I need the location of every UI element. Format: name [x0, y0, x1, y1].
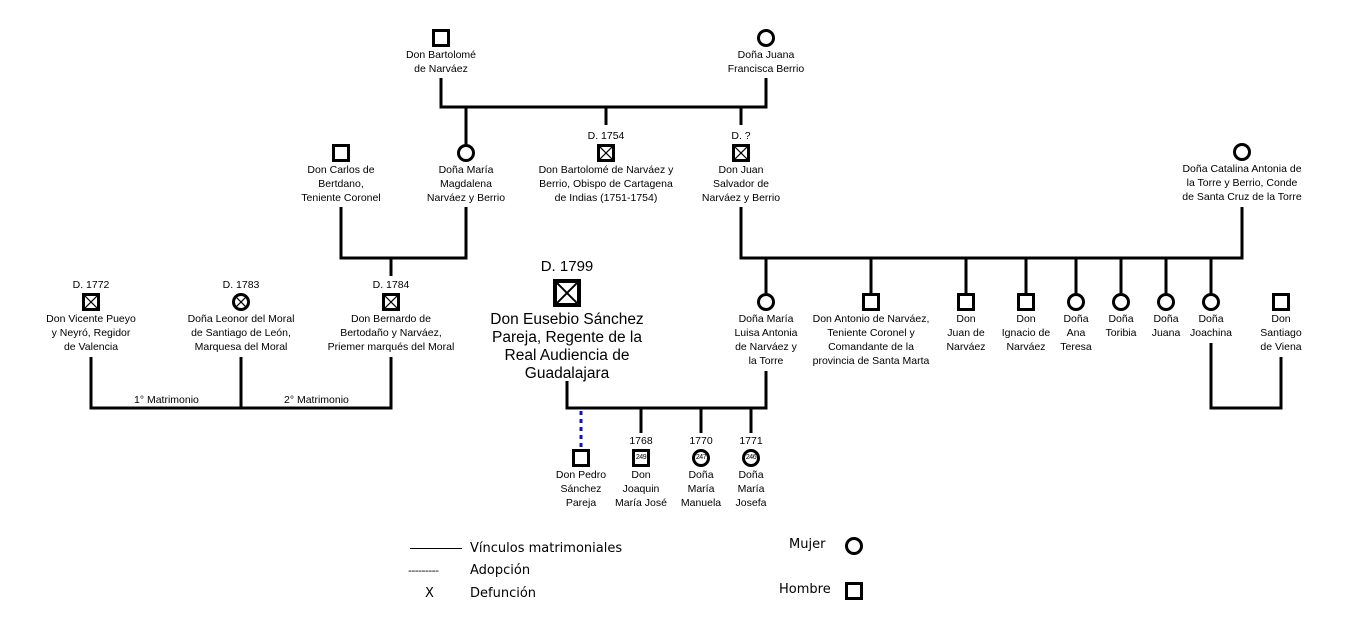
circle-icon [845, 537, 863, 555]
square-icon [845, 582, 863, 600]
male-square-icon [1017, 293, 1035, 311]
birth-year: 1768 [629, 435, 653, 447]
death-year: D. 1783 [222, 279, 260, 291]
deceased-x-icon [235, 296, 247, 308]
female-circle-icon [757, 293, 775, 311]
female-circle-icon [1233, 143, 1251, 161]
female-circle-icon [1157, 293, 1175, 311]
death-mark-icon: X [425, 586, 434, 601]
male-square-icon [597, 144, 615, 162]
female-circle-icon [1202, 293, 1220, 311]
male-square-icon [82, 293, 100, 311]
legend-death: X Defunción [425, 586, 536, 601]
male-square-icon [553, 279, 581, 307]
legend-female: Mujer [789, 537, 825, 552]
deceased-x-icon [735, 147, 747, 159]
female-circle-icon: 247 [692, 449, 710, 467]
male-square-icon [382, 293, 400, 311]
deceased-x-icon [85, 296, 97, 308]
death-year: D. ? [731, 130, 751, 142]
marriage-line-bartolome-juana [439, 78, 768, 109]
legend-adoption-label: Adopción [470, 563, 531, 578]
male-square-icon [1272, 293, 1290, 311]
marriage-label-first: 1° Matrimonio [134, 394, 199, 406]
legend-adoption: --------- Adopción [408, 563, 530, 578]
deceased-x-icon [600, 147, 612, 159]
death-year: D. 1772 [72, 279, 110, 291]
marriage-label-second: 2° Matrimonio [284, 394, 349, 406]
legend-death-label: Defunción [470, 586, 537, 601]
female-circle-icon: 246 [742, 449, 760, 467]
male-square-icon [432, 29, 450, 47]
male-square-icon [862, 293, 880, 311]
legend-marriage: Vínculos matrimoniales [410, 541, 622, 556]
legend-marriage-label: Vínculos matrimoniales [470, 541, 623, 556]
solid-line-icon [410, 548, 462, 549]
deceased-x-icon [557, 283, 577, 303]
dashed-line-icon: --------- [408, 564, 439, 577]
legend-male: Hombre [779, 582, 831, 597]
death-year: D. 1799 [540, 258, 594, 275]
birth-year: 1771 [739, 435, 763, 447]
marriage-line-juan-catalina [739, 207, 1244, 260]
male-square-icon: 249 [632, 449, 650, 467]
male-square-icon [732, 144, 750, 162]
female-circle-icon [1067, 293, 1085, 311]
male-square-icon [957, 293, 975, 311]
female-circle-icon [757, 29, 775, 47]
male-square-icon [332, 144, 350, 162]
birth-year: 1770 [689, 435, 713, 447]
death-year: D. 1784 [372, 279, 410, 291]
id-badge: 249 [635, 454, 647, 461]
marriage-line-eusebio-maria-luisa [565, 371, 768, 410]
marriage-line-joachina-santiago [1209, 343, 1283, 410]
male-square-icon [572, 449, 590, 467]
female-circle-icon [1112, 293, 1130, 311]
person-name: Don Antonio de Narváez,Teniente Coronel … [812, 313, 930, 367]
death-year: D. 1754 [587, 130, 625, 142]
female-circle-icon [457, 144, 475, 162]
legend-female-label: Mujer [789, 537, 826, 552]
legend-male-label: Hombre [779, 582, 831, 597]
deceased-x-icon [385, 296, 397, 308]
marriage-line-carlos-magdalena [339, 207, 468, 260]
id-badge: 246 [745, 454, 757, 461]
id-badge: 247 [695, 454, 707, 461]
female-circle-icon [232, 293, 250, 311]
